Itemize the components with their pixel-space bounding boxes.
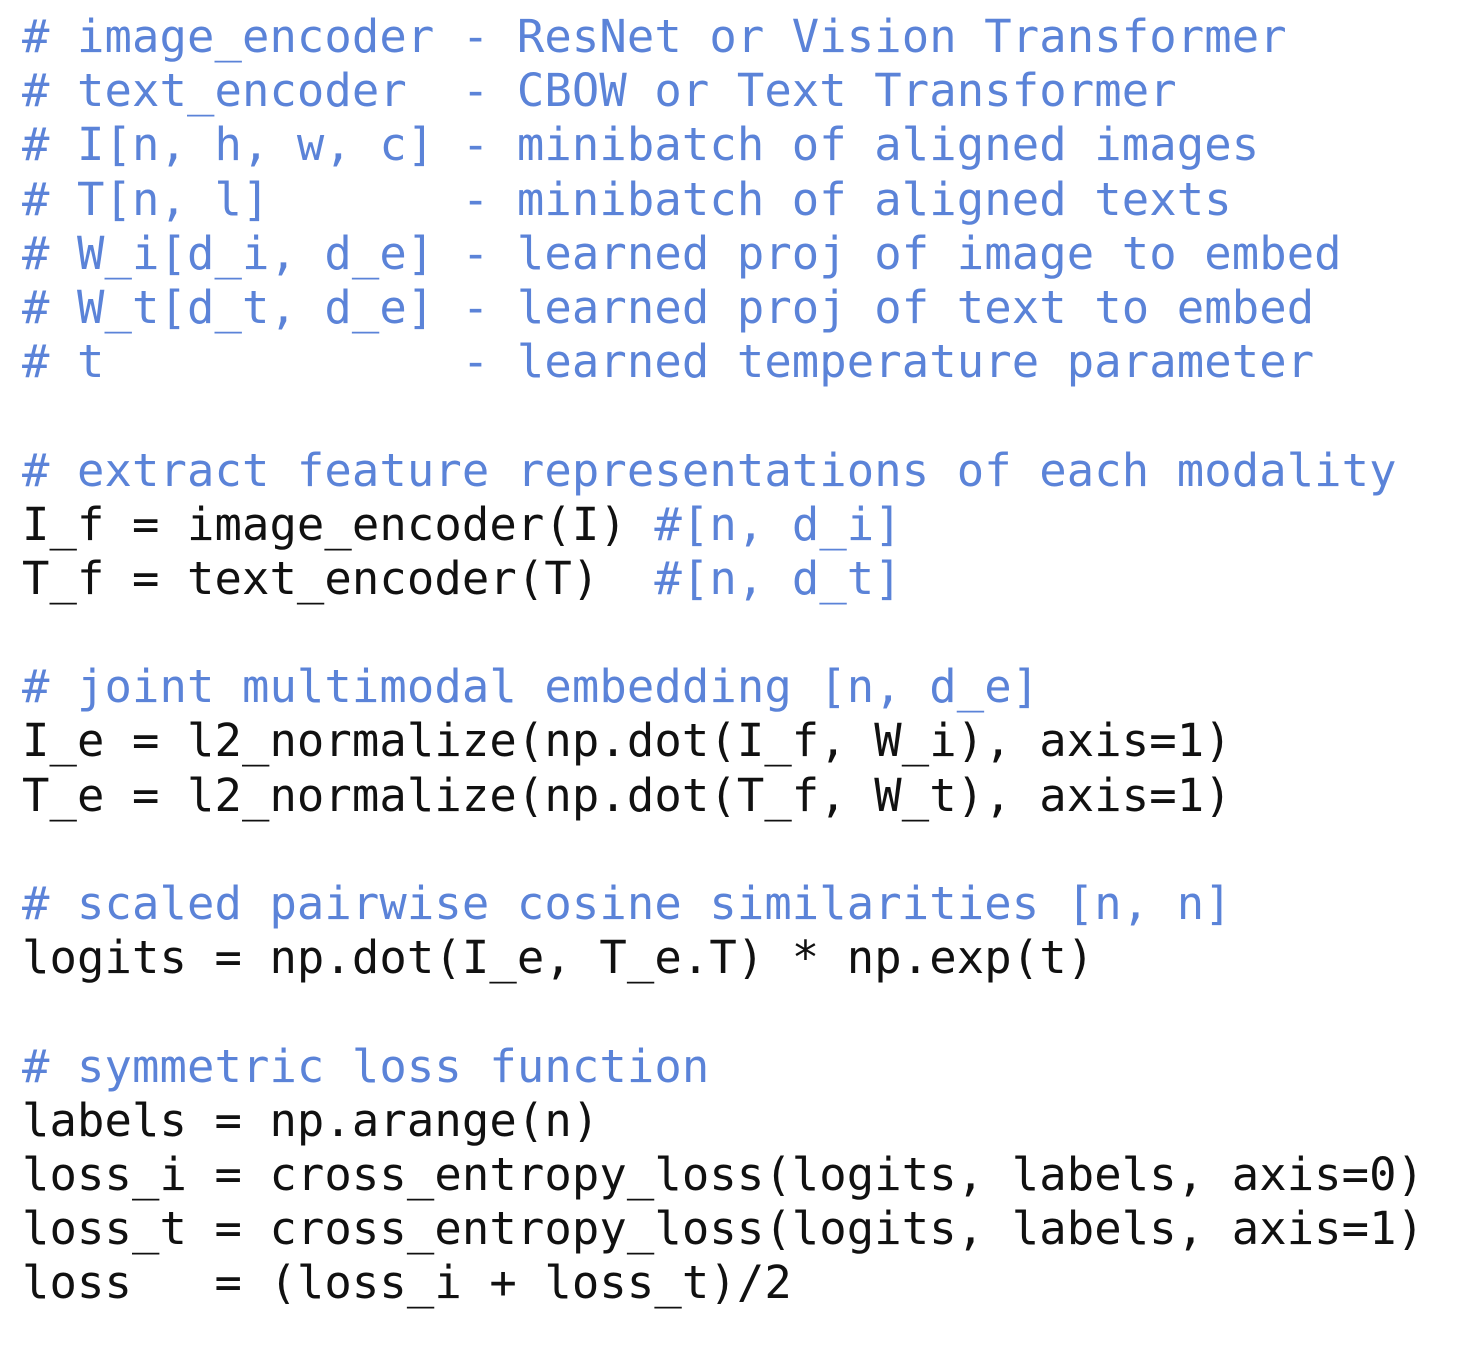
- code-listing: # image_encoder - ResNet or Vision Trans…: [22, 10, 1424, 1311]
- code-line-comment: # W_t[d_t, d_e] - learned proj of text t…: [22, 280, 1315, 334]
- code-line-blank: [22, 985, 1424, 1039]
- code-line-blank: [22, 389, 1424, 443]
- code-line-comment: # image_encoder - ResNet or Vision Trans…: [22, 10, 1287, 63]
- code-line-comment: # joint multimodal embedding [n, d_e]: [22, 660, 1040, 714]
- code-line-comment: # W_i[d_i, d_e] - learned proj of image …: [22, 226, 1342, 280]
- code-line-comment: # extract feature representations of eac…: [22, 443, 1397, 497]
- code-line-comment: # scaled pairwise cosine similarities [n…: [22, 877, 1232, 930]
- code-line-comment: # T[n, l] - minibatch of aligned texts: [22, 172, 1232, 226]
- code-line-comment: # t - learned temperature parameter: [22, 335, 1315, 389]
- code-line-mixed: T_f = text_encoder(T) #[n, d_t]: [22, 552, 1424, 606]
- code-line-statement: loss_i = cross_entropy_loss(logits, labe…: [22, 1147, 1425, 1201]
- code-line-statement: T_e = l2_normalize(np.dot(T_f, W_t), axi…: [22, 768, 1232, 822]
- code-line-mixed: I_f = image_encoder(I) #[n, d_i]: [22, 498, 1424, 552]
- code-line-statement: labels = np.arange(n): [22, 1093, 600, 1147]
- inline-comment: #[n, d_i]: [654, 497, 902, 551]
- code-statement: T_f = text_encoder(T): [22, 551, 655, 605]
- code-line-statement: loss_t = cross_entropy_loss(logits, labe…: [22, 1202, 1425, 1256]
- code-line-blank: [22, 823, 1424, 877]
- code-line-statement: I_e = l2_normalize(np.dot(I_f, W_i), axi…: [22, 714, 1232, 768]
- code-line-comment: # symmetric loss function: [22, 1039, 710, 1093]
- code-line-statement: logits = np.dot(I_e, T_e.T) * np.exp(t): [22, 931, 1095, 985]
- code-line-comment: # text_encoder - CBOW or Text Transforme…: [22, 64, 1177, 118]
- code-line-comment: # I[n, h, w, c] - minibatch of aligned i…: [22, 118, 1260, 172]
- code-statement: I_f = image_encoder(I): [22, 497, 655, 551]
- code-line-statement: loss = (loss_i + loss_t)/2: [22, 1256, 792, 1310]
- code-line-blank: [22, 606, 1424, 660]
- inline-comment: #[n, d_t]: [654, 551, 902, 605]
